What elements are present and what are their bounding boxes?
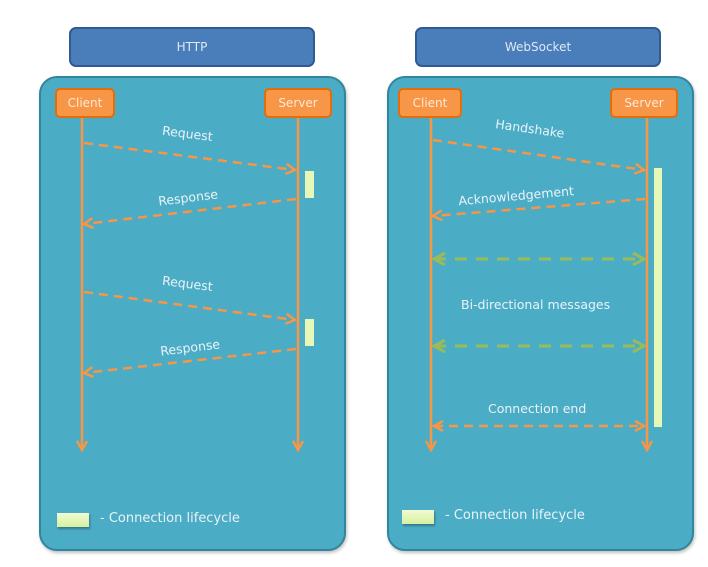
websocket-handshake-arrow — [432, 138, 644, 170]
websocket-handshake-label: Handshake — [495, 116, 566, 141]
websocket-legend-swatch — [402, 510, 434, 524]
http-server-label: Server — [278, 96, 318, 110]
websocket-title: WebSocket — [504, 40, 572, 54]
http-title: HTTP — [176, 40, 208, 54]
websocket-client-label: Client — [412, 96, 448, 110]
http-response-label-2: Response — [159, 336, 221, 358]
websocket-bidirectional-label: Bi-directional messages — [461, 297, 610, 312]
http-client-label: Client — [67, 96, 103, 110]
http-response-label-1: Response — [157, 186, 219, 208]
http-response-arrow-1 — [84, 197, 297, 224]
websocket-acknowledgement-arrow — [433, 197, 646, 216]
websocket-legend-label: - Connection lifecycle — [445, 508, 585, 523]
http-request-arrow-2 — [83, 290, 295, 320]
websocket-title-bar: WebSocket — [415, 27, 661, 67]
http-response-arrow-2 — [84, 347, 297, 373]
http-title-bar: HTTP — [69, 27, 315, 67]
websocket-server-box: Server — [610, 88, 678, 118]
http-request-arrow-1 — [83, 141, 295, 170]
http-server-box: Server — [264, 88, 332, 118]
http-lifecycle-bar-1 — [305, 171, 314, 198]
http-legend-label: - Connection lifecycle — [100, 511, 240, 526]
http-client-box: Client — [55, 88, 115, 118]
http-request-label-1: Request — [161, 123, 213, 144]
http-lifecycle-bar-2 — [305, 319, 314, 346]
http-legend-swatch — [57, 513, 89, 527]
http-request-label-2: Request — [161, 273, 213, 294]
websocket-client-box: Client — [398, 88, 462, 118]
websocket-server-label: Server — [624, 96, 664, 110]
websocket-connection-end-label: Connection end — [488, 401, 586, 416]
websocket-lifecycle-bar — [654, 168, 662, 427]
websocket-acknowledgement-label: Acknowledgement — [458, 183, 575, 208]
